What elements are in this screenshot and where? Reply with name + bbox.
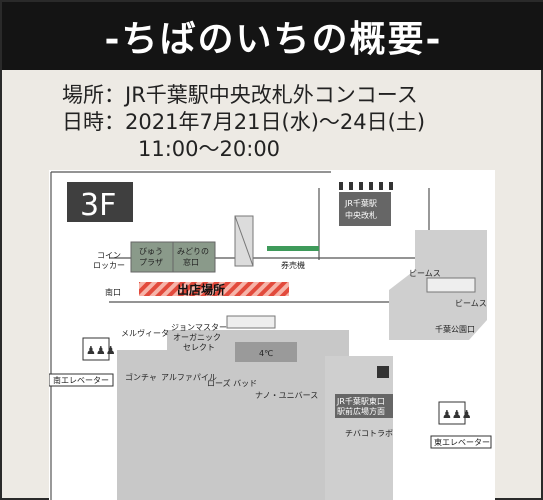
chiba-label-1: チバ xyxy=(345,429,361,438)
alpha-label: アルファパイル xyxy=(161,373,217,382)
south-exit-label: 南口 xyxy=(105,287,121,297)
john-label-3: セレクト xyxy=(183,343,215,352)
place-label: 場所： xyxy=(62,83,125,107)
beams-label-1: ビームス xyxy=(409,269,441,278)
rose-label: ローズ バッド xyxy=(207,378,257,388)
page-title: -ちばのいちの概要- xyxy=(2,2,543,70)
gonchya-label: ゴンチャ xyxy=(125,372,157,382)
floor-map-svg: 3F コイン ロッカー びゅう プラザ みどりの 窓口 券売機 JR千葉駅 中央… xyxy=(49,171,495,500)
john-label-1: ジョンマスター xyxy=(171,323,227,332)
ticket-label: 券売機 xyxy=(281,260,305,270)
date-label: 日時： xyxy=(62,110,125,134)
ticket-machines xyxy=(267,246,319,251)
floor-label: 3F xyxy=(80,188,116,223)
jr-gate-box xyxy=(339,192,391,226)
corridor-walls xyxy=(50,171,487,500)
floor-badge xyxy=(67,182,133,222)
nano-label: ナノ・ユニバース xyxy=(255,391,318,400)
temp-label: 4℃ xyxy=(259,349,273,358)
south-elevator-label: 南エレベーター xyxy=(53,375,109,385)
venue-label: 出店場所 xyxy=(177,282,225,297)
escalator-right xyxy=(426,277,476,293)
south-elevator-people: ♟♟♟ xyxy=(86,344,116,357)
east-elevator-label: 東エレベーター xyxy=(434,437,490,447)
escalator-top-rail xyxy=(234,215,254,267)
midori-box xyxy=(172,241,216,273)
east-gate-box xyxy=(335,394,393,418)
escalator-middle xyxy=(226,315,276,329)
south-elevator-tag xyxy=(49,373,114,387)
melvita-shop xyxy=(117,330,167,350)
east-elevator-tag xyxy=(430,435,492,449)
stairs-icon xyxy=(377,366,389,378)
east-elevator-icon xyxy=(438,401,466,425)
view-plaza-label-1: びゅう xyxy=(139,247,163,256)
coin-locker-label-2: ロッカー xyxy=(93,261,125,270)
event-info: 場所：JR千葉駅中央改札外コンコース 日時：2021年7月21日(水)～24日(… xyxy=(62,82,425,163)
jr-gate-label-1: JR千葉駅 xyxy=(344,198,377,208)
coin-locker-label-1: コイン xyxy=(97,251,121,260)
date-row: 日時：2021年7月21日(水)～24日(土) xyxy=(62,109,425,136)
melvita-label: メルヴィータ xyxy=(121,328,169,338)
place-row: 場所：JR千葉駅中央改札外コンコース xyxy=(62,82,425,109)
date-value: 2021年7月21日(水)～24日(土) xyxy=(125,110,426,134)
gate-turnstiles xyxy=(339,182,393,190)
venue-area xyxy=(139,282,289,296)
time-row: 11:00～20:00 xyxy=(62,136,425,163)
time-value: 11:00～20:00 xyxy=(138,137,281,161)
shop-block xyxy=(117,330,349,500)
east-gate-label-1: JR千葉駅東口 xyxy=(336,396,385,406)
south-elevator-icon xyxy=(82,337,110,361)
view-plaza-label-2: プラザ xyxy=(139,258,163,267)
chiba-label-3: ラボ xyxy=(377,429,393,438)
east-elevator-people: ♟♟♟ xyxy=(442,408,472,421)
floor-map: 3F コイン ロッカー びゅう プラザ みどりの 窓口 券売機 JR千葉駅 中央… xyxy=(49,170,495,500)
beams-label-2: ビームス xyxy=(455,299,487,308)
midori-label-1: みどりの xyxy=(177,247,209,256)
park-exit-label: 千葉公園口 xyxy=(435,324,475,334)
east-gate-label-2: 駅前広場方面 xyxy=(337,406,385,416)
chiba-label-2: コト xyxy=(361,429,377,438)
temp-shop xyxy=(235,342,297,362)
john-label-2: オーガニック xyxy=(173,332,221,342)
place-value: JR千葉駅中央改札外コンコース xyxy=(125,83,418,107)
midori-label-2: 窓口 xyxy=(183,257,199,267)
jr-gate-label-2: 中央改札 xyxy=(345,210,377,220)
east-column xyxy=(325,356,393,500)
